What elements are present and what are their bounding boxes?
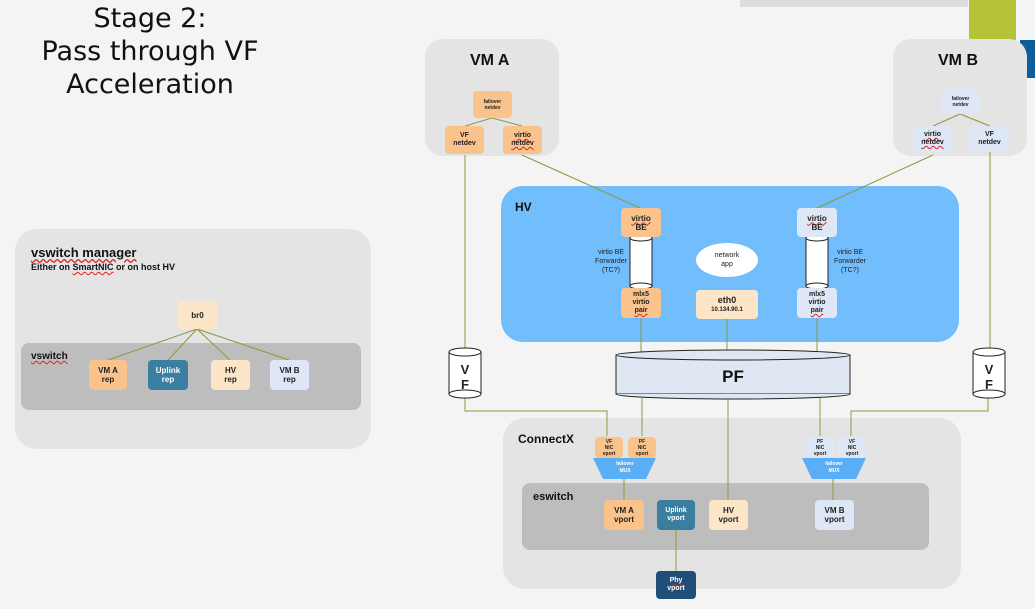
title-line-1: Stage 2: bbox=[93, 3, 207, 34]
title-line-2: Pass through VF bbox=[41, 36, 259, 67]
network-app-shape bbox=[696, 243, 758, 277]
forwarder-right-cylinder bbox=[805, 234, 829, 290]
pf-label: PF bbox=[722, 367, 744, 386]
pf-cylinder bbox=[615, 349, 851, 400]
vm-a-label: VM A bbox=[470, 52, 510, 69]
forwarder-left-cylinder bbox=[629, 234, 653, 290]
slide-title: Stage 2: Pass through VF Acceleration bbox=[0, 2, 300, 101]
connectx-label: ConnectX bbox=[518, 432, 575, 446]
mux-left-shape bbox=[593, 458, 656, 479]
vf-left-cylinder bbox=[448, 347, 482, 399]
vf-right-cylinder bbox=[972, 347, 1006, 399]
vswitch-label: vswitch bbox=[31, 351, 68, 362]
mux-right-shape bbox=[802, 458, 866, 479]
vswitch-manager-subtitle: Either on SmartNIC or on host HV bbox=[31, 262, 176, 272]
hv-label: HV bbox=[515, 200, 532, 214]
vm-b-label: VM B bbox=[938, 52, 978, 69]
title-line-3: Acceleration bbox=[66, 69, 234, 100]
eswitch-label: eswitch bbox=[533, 491, 574, 503]
vswitch-manager-panel bbox=[15, 229, 371, 449]
br0-box: br0 bbox=[178, 301, 217, 329]
vswitch-manager-title: vswitch manager bbox=[31, 245, 137, 260]
top-decor-bar bbox=[740, 0, 968, 7]
